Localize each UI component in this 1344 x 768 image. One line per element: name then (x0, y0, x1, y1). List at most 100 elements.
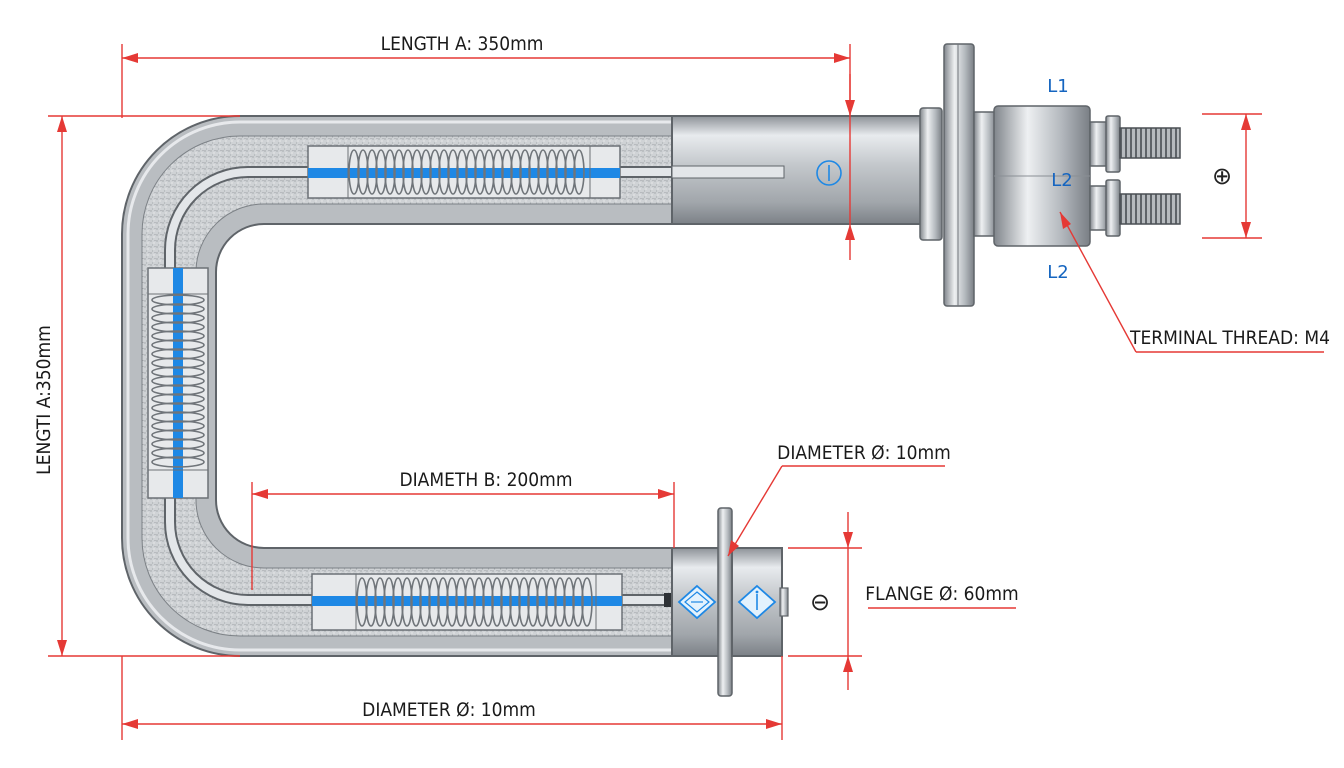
coil-winding (151, 303, 205, 315)
coil-winding (374, 577, 386, 627)
coil-winding (410, 577, 422, 627)
coil-winding (527, 577, 539, 627)
coil-winding (348, 149, 360, 195)
coil-winding (546, 149, 558, 195)
coil-winding (151, 321, 205, 333)
coil-winding (365, 577, 377, 627)
coil-winding (375, 149, 387, 195)
coil-winding (437, 577, 449, 627)
bottom-heating-coil (311, 573, 623, 631)
coil-winding (420, 149, 432, 195)
coil-winding (357, 149, 369, 195)
coil-winding (455, 577, 467, 627)
dim-thread-leader (1059, 211, 1137, 353)
dim-inner-label: DIAMETH B: 200mm (399, 469, 572, 491)
sheath-highlight (126, 120, 850, 652)
inner-conductor (164, 166, 784, 606)
positive-symbol-icon: ⊕ (1212, 162, 1232, 190)
coil-winding (528, 149, 540, 195)
dim-thread-label: TERMINAL THREAD: M4 (1129, 327, 1330, 349)
coil-winding (151, 366, 205, 378)
coil-winding (545, 577, 557, 627)
coil-winding (151, 348, 205, 360)
coil-winding (392, 577, 404, 627)
coil-winding (447, 149, 459, 195)
diamond-marker-right-icon (737, 584, 777, 620)
coil-winding (383, 577, 395, 627)
coil-winding (446, 577, 458, 627)
coil-winding (474, 149, 486, 195)
left-heating-coil (147, 267, 209, 499)
terminal-washer-top (1105, 115, 1121, 173)
terminal-label-l2-middle: L2 (1051, 170, 1072, 191)
coil-winding (581, 577, 593, 627)
coil-winding (151, 357, 205, 369)
coil-winding (428, 577, 440, 627)
coil-winding (356, 577, 368, 627)
coil-winding (429, 149, 441, 195)
coil-winding (402, 149, 414, 195)
coil-winding (151, 447, 205, 459)
terminal-washer-bottom (1105, 179, 1121, 237)
coil-winding (500, 577, 512, 627)
top-heating-coil (307, 145, 621, 199)
dim-bottom-label: DIAMETER Ø: 10mm (362, 699, 536, 721)
coil-winding (555, 149, 567, 195)
coil-winding (438, 149, 450, 195)
coil-winding (151, 294, 205, 306)
coil-winding (464, 577, 476, 627)
dim-flange-dia-label: DIAMETER Ø: 10mm (777, 442, 951, 464)
coil-winding (564, 149, 576, 195)
coil-winding (393, 149, 405, 195)
coil-winding (519, 149, 531, 195)
diamond-marker-left-icon (677, 584, 717, 620)
coil-winding (401, 577, 413, 627)
coil-winding (491, 577, 503, 627)
coil-winding (419, 577, 431, 627)
coil-winding (563, 577, 575, 627)
coil-winding (151, 402, 205, 414)
coil-winding (411, 149, 423, 195)
coil-winding (151, 438, 205, 450)
coil-winding (537, 149, 549, 195)
dim-flange-leader (727, 465, 783, 557)
coil-winding (151, 411, 205, 423)
coil-winding (554, 577, 566, 627)
coil-winding (536, 577, 548, 627)
terminal-stud-bottom (1119, 193, 1181, 225)
coil-winding (482, 577, 494, 627)
bottom-terminal-cap (779, 587, 789, 617)
conductor-end-bottom (664, 593, 672, 607)
coil-winding (151, 384, 205, 396)
coil-winding (492, 149, 504, 195)
terminal-stud-top (1119, 127, 1181, 159)
coil-winding (151, 456, 205, 468)
coil-winding (384, 149, 396, 195)
negative-symbol-icon: ⊖ (810, 588, 830, 616)
top-flange-ring (919, 107, 943, 241)
coil-winding (572, 577, 584, 627)
coil-winding (151, 420, 205, 432)
terminal-label-l1: L1 (1047, 76, 1068, 97)
coil-winding (151, 375, 205, 387)
coil-winding (501, 149, 513, 195)
dim-top-label: LENGTH A: 350mm (381, 33, 544, 55)
coil-winding (573, 149, 585, 195)
inner-marker-icon (816, 160, 842, 186)
terminal-label-l2-bottom: L2 (1047, 262, 1068, 283)
coil-winding (465, 149, 477, 195)
inner-conductor-core (166, 168, 784, 604)
coil-winding (151, 312, 205, 324)
coil-winding (151, 330, 205, 342)
coil-winding (456, 149, 468, 195)
top-flange-plate (943, 43, 975, 307)
dim-left-label: LENGTI A:350mm (33, 325, 55, 475)
coil-winding (151, 339, 205, 351)
top-flange-collar (973, 111, 997, 237)
coil-winding (151, 393, 205, 405)
coil-winding (151, 429, 205, 441)
coil-winding (483, 149, 495, 195)
coil-winding (366, 149, 378, 195)
dim-flange-label: FLANGE Ø: 60mm (865, 583, 1018, 605)
